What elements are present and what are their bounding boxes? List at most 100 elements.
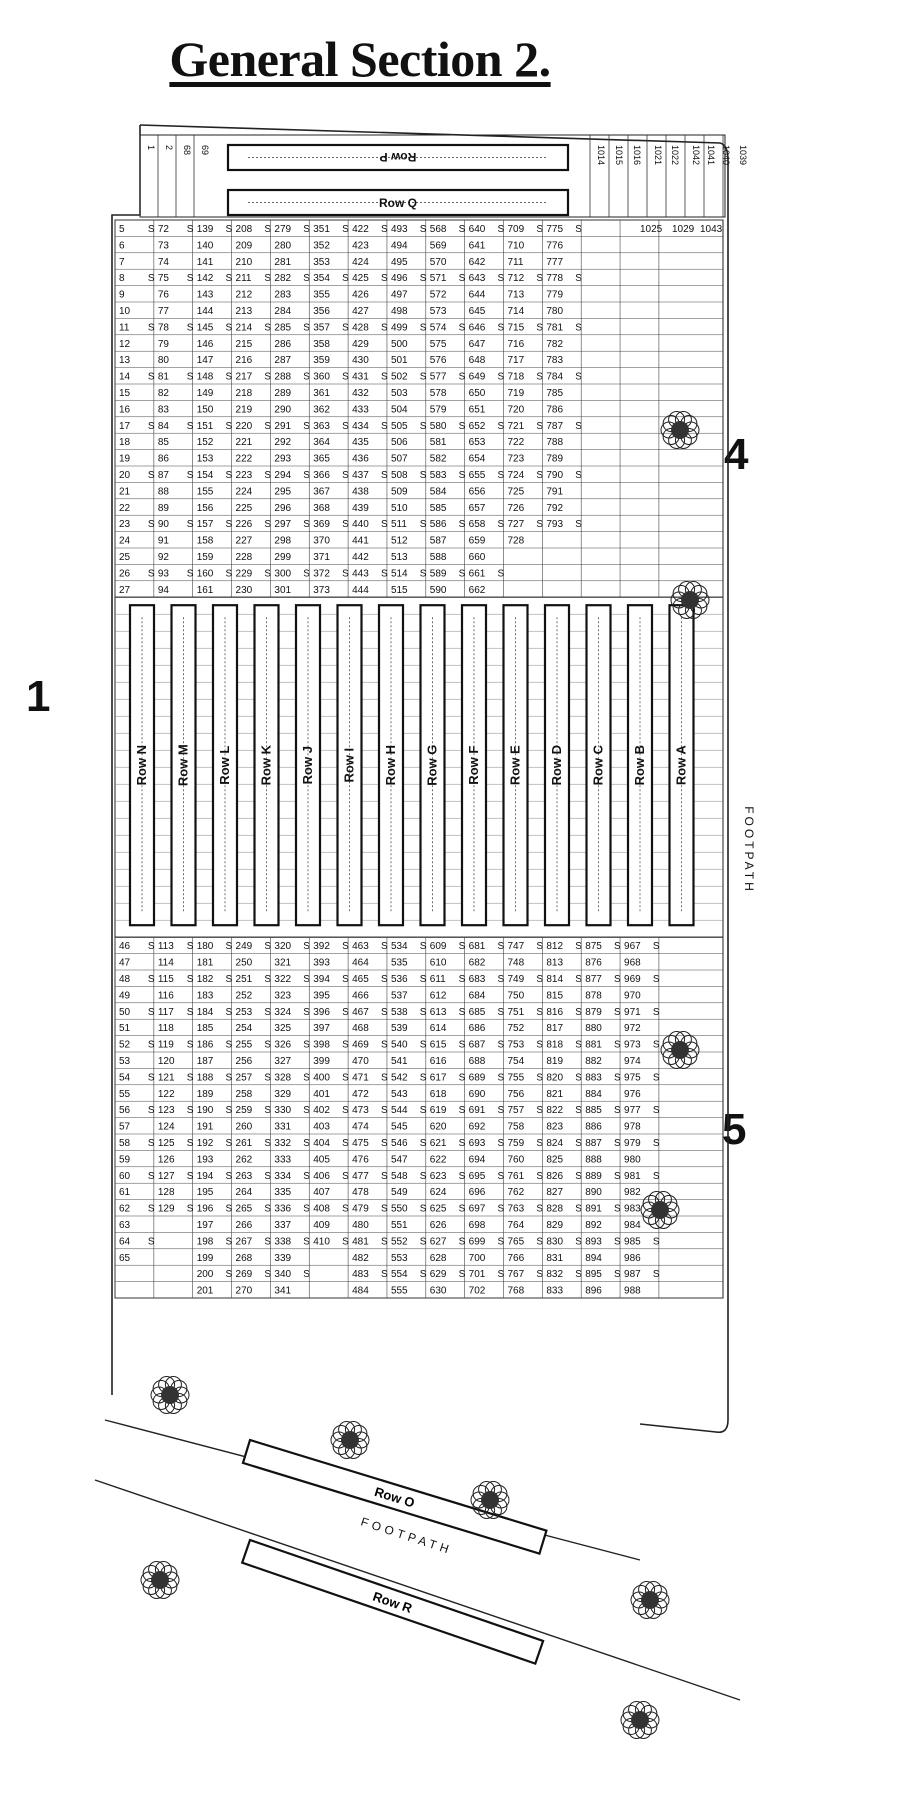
plot-number: 833 — [546, 1286, 563, 1297]
plot-number: 85 — [158, 437, 170, 448]
plot-number: 294 — [274, 470, 291, 481]
plot-number: 429 — [352, 339, 369, 350]
plot-number: 393 — [313, 958, 330, 969]
plot-marker: S — [187, 568, 194, 579]
row-label: Row M — [176, 744, 191, 786]
plot-number: 187 — [197, 1056, 214, 1067]
plot-number: 1029 — [672, 224, 695, 235]
plot-marker: S — [536, 322, 543, 333]
plot-marker: S — [498, 470, 505, 481]
plot-marker: S — [420, 1236, 427, 1247]
plot-marker: S — [342, 1236, 349, 1247]
plot-marker: S — [264, 1204, 271, 1215]
plot-number: 217 — [236, 372, 253, 383]
plot-number: 283 — [274, 290, 291, 301]
plot-number: 48 — [119, 974, 131, 985]
plot-number: 17 — [119, 421, 131, 432]
plot-marker: S — [187, 421, 194, 432]
plot-number: 116 — [158, 990, 174, 1001]
plot-number: 74 — [158, 257, 170, 268]
plot-number: 253 — [236, 1007, 253, 1018]
plot-number: 971 — [624, 1007, 641, 1018]
plot-marker: S — [264, 519, 271, 530]
plot-number: 151 — [197, 421, 214, 432]
plot-marker: S — [536, 1269, 543, 1280]
plot-marker: S — [187, 1072, 194, 1083]
plot-number: 325 — [274, 1023, 291, 1034]
plot-number: 981 — [624, 1171, 641, 1182]
plot-marker: S — [187, 1040, 194, 1051]
plot-marker: S — [653, 941, 660, 952]
plot-number: 509 — [391, 486, 408, 497]
plot-marker: S — [381, 568, 388, 579]
plot-number: 547 — [391, 1154, 408, 1165]
plot-number: 789 — [546, 454, 563, 465]
plot-number: 552 — [391, 1236, 408, 1247]
plot-number: 819 — [546, 1056, 563, 1067]
plot-number: 621 — [430, 1138, 447, 1149]
plot-marker: S — [148, 273, 155, 284]
plot-number: 550 — [391, 1204, 408, 1215]
plot-number: 288 — [274, 372, 291, 383]
plot-number: 790 — [546, 470, 563, 481]
plot-number: 662 — [469, 585, 486, 596]
plot-number: 660 — [469, 552, 486, 563]
plot-marker: S — [187, 1007, 194, 1018]
plot-number: 787 — [546, 421, 563, 432]
plot-marker: S — [187, 519, 194, 530]
plot-number: 139 — [197, 224, 214, 235]
plot-number: 339 — [274, 1253, 291, 1264]
plot-marker: S — [264, 941, 271, 952]
plot-marker: S — [381, 519, 388, 530]
plot-marker: S — [381, 1204, 388, 1215]
plot-number: 369 — [313, 519, 330, 530]
plot-marker: S — [498, 1269, 505, 1280]
plot-number: 25 — [119, 552, 131, 563]
plot-number: 295 — [274, 486, 291, 497]
plot-number: 761 — [508, 1171, 525, 1182]
plot-marker: S — [264, 1269, 271, 1280]
row-label: Row J — [300, 746, 315, 784]
plot-number: 555 — [391, 1286, 408, 1297]
plot-number: 79 — [158, 339, 170, 350]
plot-number: 154 — [197, 470, 214, 481]
plot-marker: S — [653, 1105, 660, 1116]
plot-marker: S — [148, 1007, 155, 1018]
plot-number: 143 — [197, 290, 214, 301]
plot-number: 778 — [546, 273, 563, 284]
row-label: Row P — [380, 150, 417, 164]
plot-number: 823 — [546, 1122, 563, 1133]
plot-number: 402 — [313, 1105, 330, 1116]
plot-number: 975 — [624, 1072, 641, 1083]
plot-number: 1039 — [738, 145, 748, 165]
plot-marker: S — [420, 421, 427, 432]
plot-number: 976 — [624, 1089, 641, 1100]
plot-number: 185 — [197, 1023, 214, 1034]
plot-number: 147 — [197, 355, 214, 366]
plot-number: 892 — [585, 1220, 602, 1231]
plot-marker: S — [459, 224, 466, 235]
plot-number: 986 — [624, 1253, 641, 1264]
plot-marker: S — [536, 1236, 543, 1247]
plot-number: 498 — [391, 306, 408, 317]
plot-number: 298 — [274, 536, 291, 547]
plot-marker: S — [342, 1171, 349, 1182]
plot-number: 573 — [430, 306, 447, 317]
plot-marker: S — [264, 224, 271, 235]
plot-number: 117 — [158, 1007, 174, 1018]
plot-number: 46 — [119, 941, 131, 952]
plot-number: 816 — [546, 1007, 563, 1018]
plot-number: 14 — [119, 372, 131, 383]
plot-number: 617 — [430, 1072, 447, 1083]
plot-number: 209 — [236, 240, 253, 251]
plot-number: 291 — [274, 421, 291, 432]
plot-number: 580 — [430, 421, 447, 432]
plot-number: 759 — [508, 1138, 525, 1149]
plot-number: 361 — [313, 388, 330, 399]
plot-number: 193 — [197, 1154, 214, 1165]
plot-marker: S — [381, 421, 388, 432]
plot-marker: S — [575, 1204, 582, 1215]
tree-icon — [150, 1376, 190, 1414]
row-label: Row K — [259, 744, 274, 785]
plot-marker: S — [148, 1105, 155, 1116]
